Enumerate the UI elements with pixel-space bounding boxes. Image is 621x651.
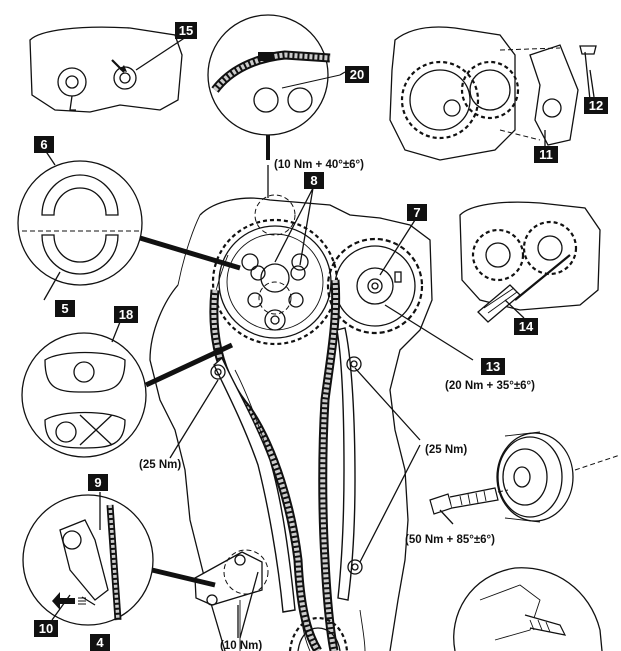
callout-18: 18 <box>114 306 138 323</box>
callout-12: 12 <box>584 97 608 114</box>
svg-text:6: 6 <box>40 137 47 152</box>
pump-gear-locking-detail <box>459 201 601 323</box>
right-guide-rail <box>336 327 356 601</box>
callout-13: 13 <box>481 358 505 375</box>
rail-bolt-right-upper <box>346 356 362 372</box>
rail-bolt-right-lower <box>347 559 363 575</box>
camshaft-locking-tool-detail <box>389 26 597 161</box>
timing-chain <box>209 279 341 651</box>
svg-text:20: 20 <box>350 67 364 82</box>
torque-tensioner: (10 Nm) <box>220 640 262 651</box>
left-chain-rail <box>213 356 296 613</box>
torque-pulley-bolt: (50 Nm + 85°±6°) <box>405 534 495 546</box>
svg-text:15: 15 <box>179 23 193 38</box>
camshaft-sprocket <box>211 218 339 346</box>
camshaft-detail-ring <box>254 194 296 236</box>
torque-rail-left: (25 Nm) <box>139 459 181 471</box>
svg-text:10: 10 <box>39 621 53 636</box>
chain-mark-detail-circle <box>207 14 341 136</box>
leader-slot-alignment <box>144 342 234 388</box>
callout-10: 10 <box>34 620 58 637</box>
leader-seal <box>139 235 241 271</box>
svg-text:12: 12 <box>589 98 603 113</box>
callout-20: 20 <box>345 66 369 83</box>
callout-7: 7 <box>407 204 427 221</box>
slot-alignment-detail-circle <box>21 332 147 458</box>
torque-pump-gear: (20 Nm + 35°±6°) <box>445 380 535 392</box>
callout-15: 15 <box>175 22 197 39</box>
pulley-bolt <box>429 487 509 515</box>
svg-text:7: 7 <box>413 205 420 220</box>
callout-11: 11 <box>534 146 558 163</box>
svg-text:9: 9 <box>94 475 101 490</box>
svg-text:5: 5 <box>61 301 68 316</box>
leader-tensioner-lock <box>151 567 216 588</box>
crankshaft-sprocket <box>288 616 349 651</box>
leader-lines <box>43 36 595 639</box>
chain-tensioner <box>194 549 269 606</box>
torque-camshaft: (10 Nm + 40°±6°) <box>274 159 364 171</box>
crankshaft-pulley <box>496 431 621 523</box>
svg-text:8: 8 <box>310 173 317 188</box>
svg-text:14: 14 <box>519 319 534 334</box>
torque-rail-right: (25 Nm) <box>425 444 467 456</box>
seal-detail-circle <box>17 160 143 286</box>
callout-14: 14 <box>514 318 538 335</box>
camshaft-end-detail <box>29 26 183 113</box>
callout-4: 4 <box>90 634 110 651</box>
svg-text:11: 11 <box>539 147 553 162</box>
callout-8: 8 <box>304 172 324 189</box>
callout-5: 5 <box>55 300 75 317</box>
callout-6: 6 <box>34 136 54 153</box>
svg-text:4: 4 <box>96 635 104 650</box>
tensioner-lock-detail-circle <box>22 494 154 626</box>
bottom-right-detail-circle <box>453 567 603 651</box>
callout-9: 9 <box>88 474 108 491</box>
svg-text:18: 18 <box>119 307 133 322</box>
rail-bolt-left <box>210 364 226 380</box>
svg-text:13: 13 <box>486 359 500 374</box>
